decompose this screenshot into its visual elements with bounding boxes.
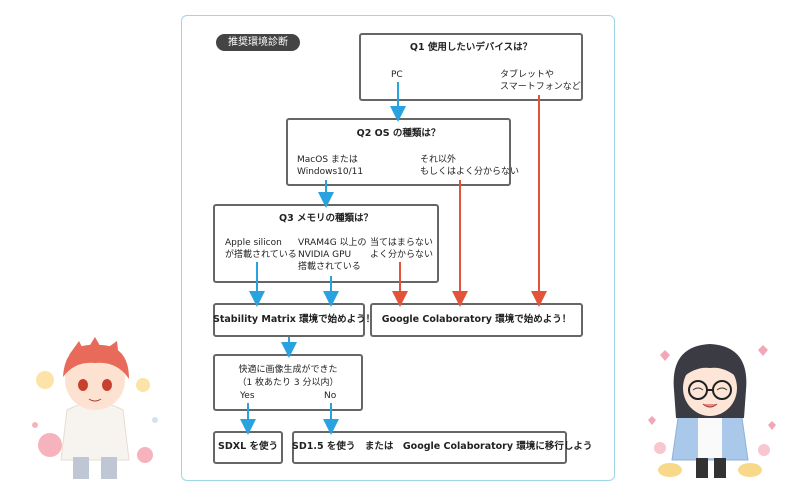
q3-option-b-line1: VRAM4G 以上の	[298, 238, 367, 248]
q2-option-a-line2: Windows10/11	[297, 167, 364, 177]
q3-option-b-line3: 搭載されている	[298, 262, 361, 272]
q1-option-mobile-line2: スマートフォンなど	[500, 82, 581, 92]
q2-option-a-line1: MacOS または	[297, 155, 358, 165]
q2-option-b-line1: それ以外	[420, 155, 457, 165]
q3-option-a-line1: Apple silicon	[225, 238, 282, 248]
q2-title: Q2 OS の種類は？	[356, 128, 441, 139]
sdxl-label: SDXL を使う	[218, 441, 278, 452]
q1-box	[359, 33, 583, 101]
diagram-frame	[181, 15, 615, 481]
q3-option-c-line2: よく分からない	[370, 250, 434, 260]
q4-no-label: No	[324, 391, 337, 401]
q2-option-b-line2: もしくはよく分からない	[420, 167, 520, 177]
q4-yes-label: Yes	[240, 391, 255, 401]
sd15-label: SD1.5 を使う または Google Colaboratory 環境に移行し…	[292, 441, 593, 452]
q2-box	[286, 118, 511, 186]
q4-line1: 快適に画像生成ができた	[238, 365, 338, 375]
google-colab-box	[370, 303, 583, 337]
girl-character-illustration	[648, 344, 776, 478]
q3-option-c-line1: 当てはまらない	[370, 238, 433, 248]
q4-line2: （1 枚あたり 3 分以内）	[237, 378, 339, 388]
sdxl-box	[213, 431, 283, 464]
q1-title: Q1 使用したいデバイスは？	[409, 42, 533, 53]
q1-option-pc: PC	[391, 70, 403, 80]
q3-option-b-line2: NVIDIA GPU	[298, 250, 352, 260]
q1-option-mobile-line1: タブレットや	[500, 70, 555, 80]
sd15-box	[292, 431, 567, 464]
stability-matrix-label: Stability Matrix 環境で始めよう！	[213, 314, 376, 325]
q3-option-a-line2: が搭載されている	[225, 250, 297, 260]
boy-character-illustration	[32, 337, 158, 479]
diagnosis-tag: 推奨環境診断	[216, 34, 300, 51]
google-colab-label: Google Colaboratory 環境で始めよう！	[381, 314, 572, 325]
q3-title: Q3 メモリの種類は？	[279, 213, 373, 224]
stability-matrix-box	[213, 303, 365, 337]
